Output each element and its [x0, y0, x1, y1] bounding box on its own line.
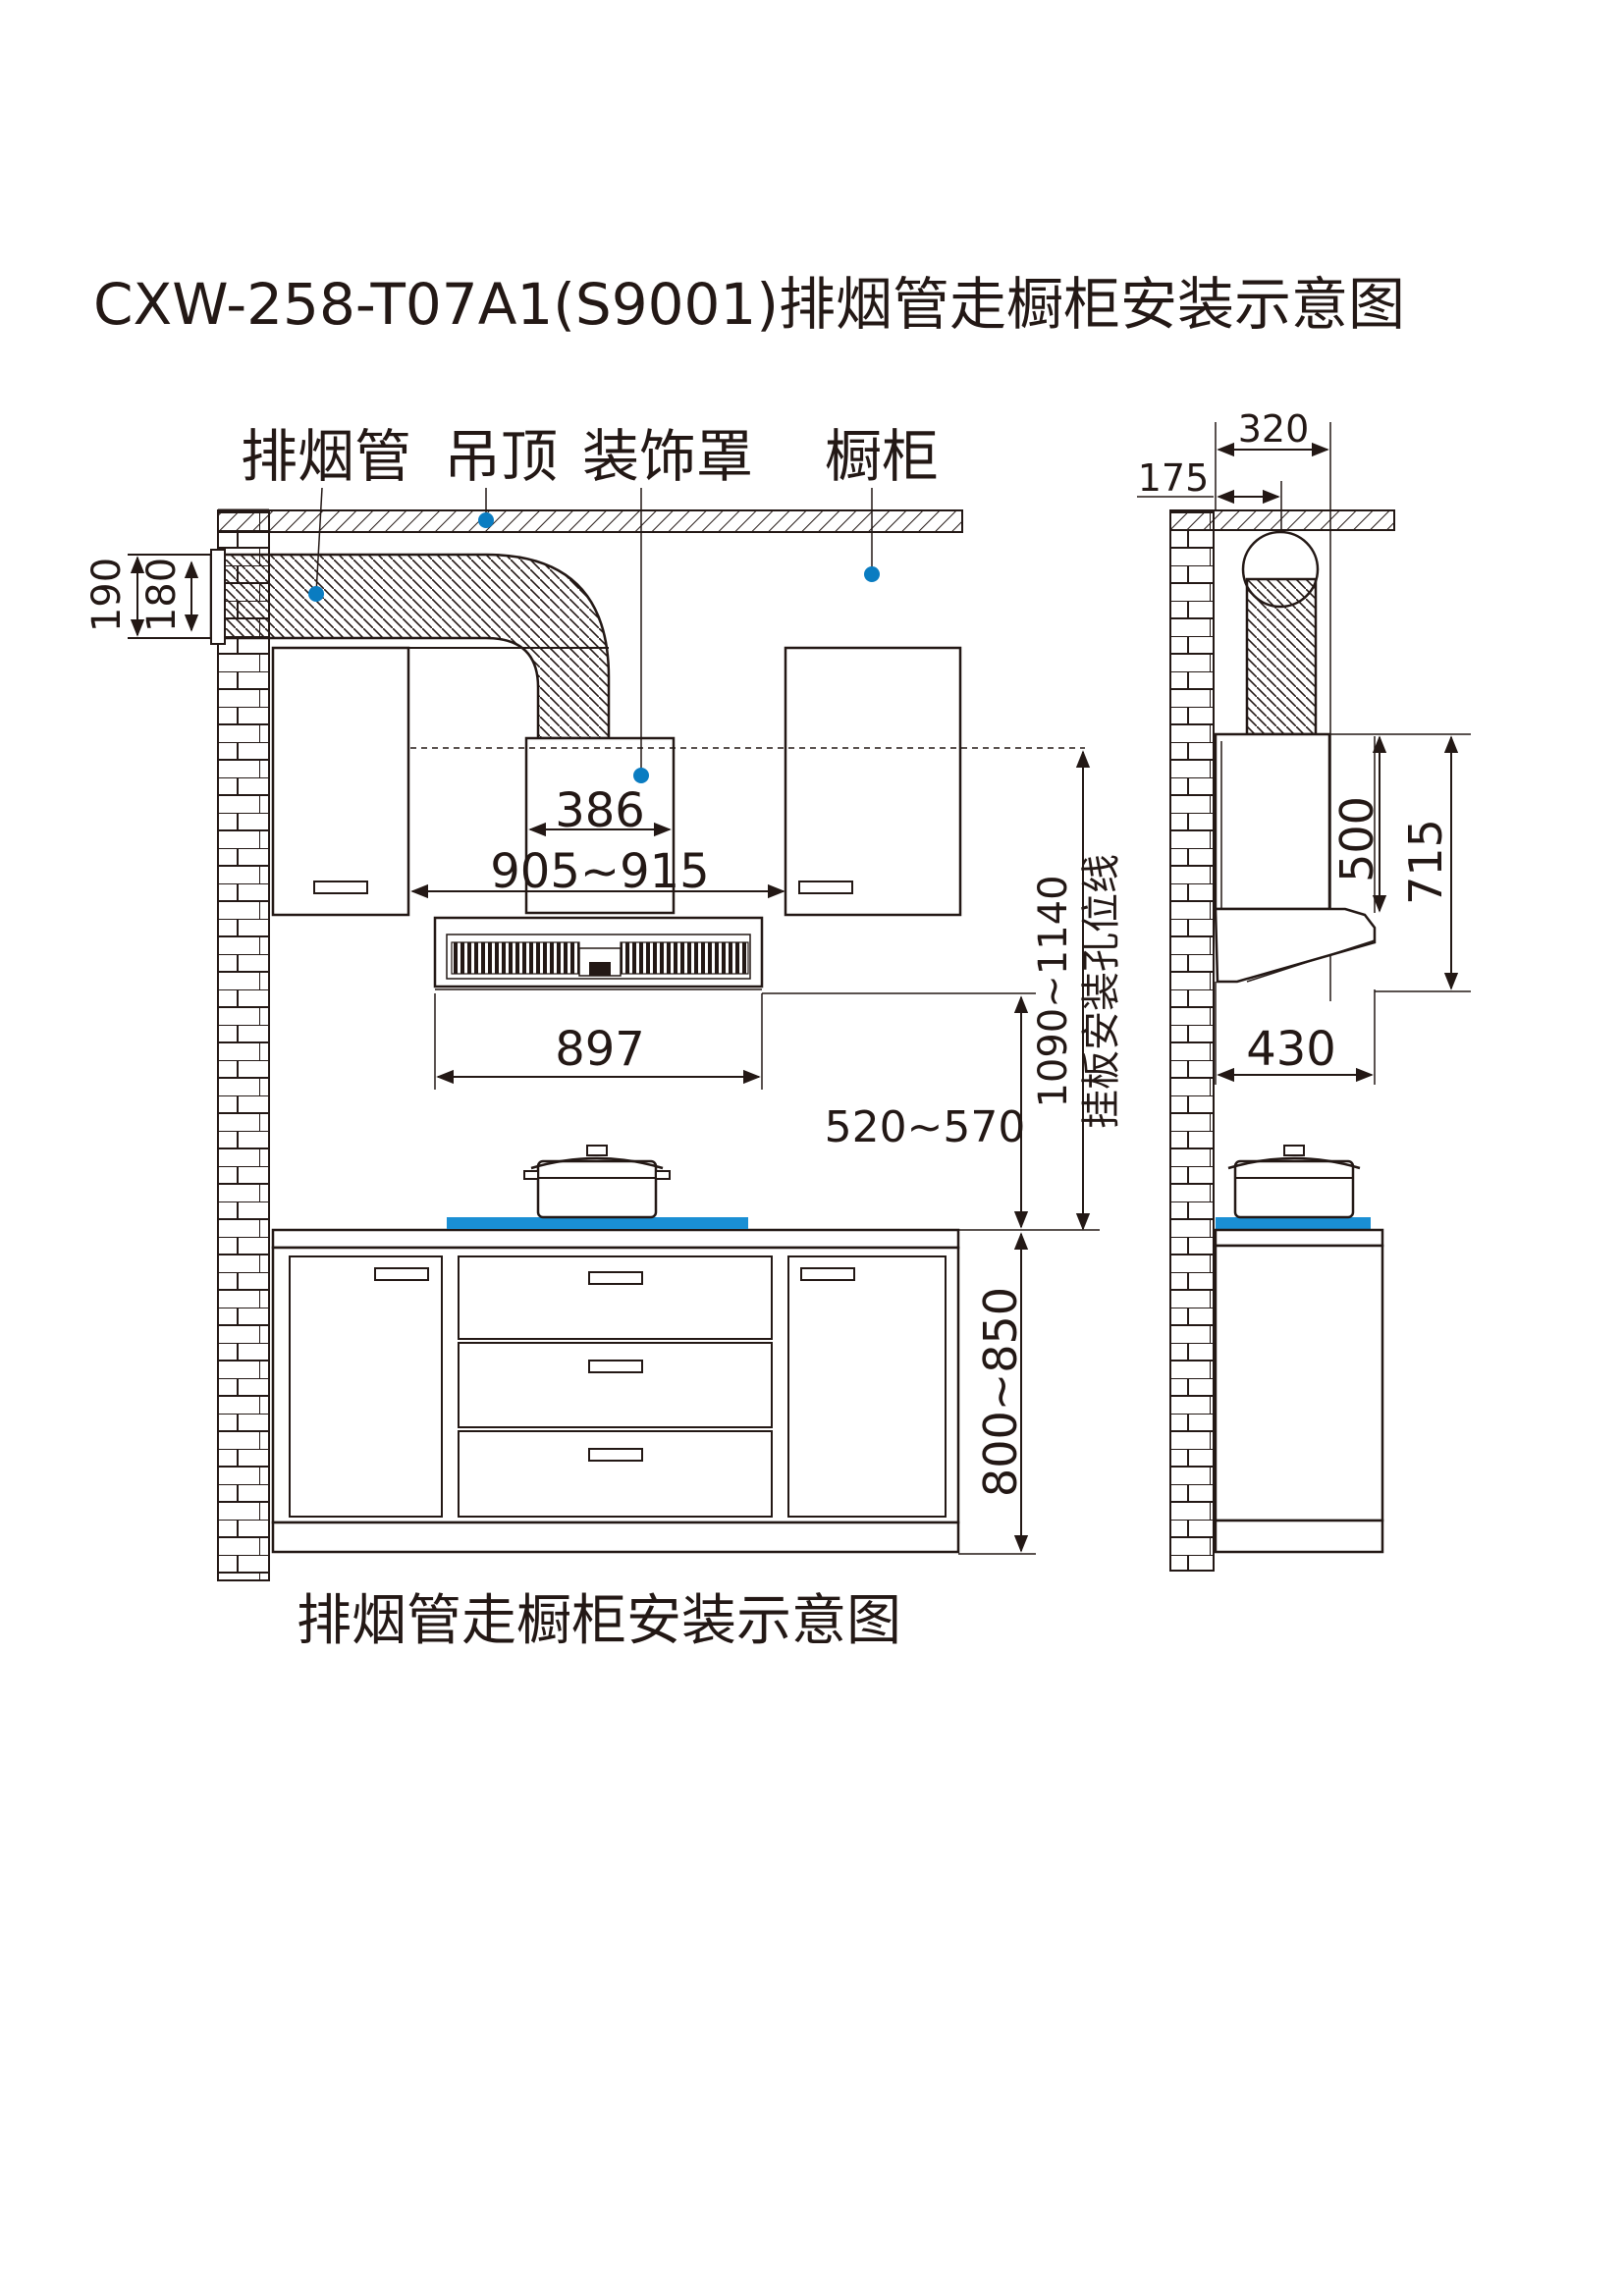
mount-line-label: 挂板安装孔位线: [1079, 854, 1124, 1129]
exhaust-duct: [209, 553, 611, 740]
dim-1090-1140: 1090~1140: [1031, 875, 1076, 1107]
dim-905-915: 905~915: [490, 844, 709, 899]
right-upper-cabinet: [784, 646, 962, 917]
side-ceiling-slab: [1169, 509, 1395, 531]
hood-grille-right: [620, 941, 749, 975]
label-duct: 排烟管: [241, 423, 411, 490]
front-brick-wall: [217, 509, 270, 1581]
side-hood-canopy: [1214, 907, 1377, 984]
side-base-cabinet: [1214, 1244, 1384, 1522]
left-upper-handle: [313, 881, 368, 894]
side-hood-cover: [1214, 732, 1331, 911]
diagram-title: CXW-258-T07A1(S9001)排烟管走橱柜安装示意图: [93, 271, 1405, 338]
left-upper-cabinet: [271, 646, 410, 917]
cover-marker: [633, 768, 649, 783]
front-ceiling-slab: [217, 509, 963, 533]
dim-386: 386: [555, 783, 645, 838]
dim-715: 715: [1399, 819, 1452, 905]
dim-897: 897: [555, 1022, 645, 1077]
cabinet-marker: [864, 566, 880, 582]
dim-175: 175: [1138, 456, 1210, 500]
dim-180: 180: [139, 558, 185, 632]
duct-marker: [308, 586, 324, 602]
side-duct: [1245, 577, 1318, 736]
drawer-middle: [458, 1342, 773, 1428]
base-left-door: [289, 1255, 443, 1518]
base-right-door: [787, 1255, 947, 1518]
countertop: [271, 1228, 960, 1250]
dim-800-850: 800~850: [974, 1287, 1027, 1497]
side-brick-wall: [1169, 509, 1215, 1572]
label-cabinet: 橱柜: [825, 423, 939, 490]
front-view: 190 180 386 905~915 897: [84, 423, 1124, 1653]
hood-grille-left: [451, 941, 580, 975]
dim-430: 430: [1246, 1022, 1336, 1077]
label-ceiling: 吊顶: [444, 423, 558, 490]
cooktop: [447, 1217, 748, 1229]
drawer-bottom: [458, 1430, 773, 1518]
side-view: 320 175 500 715 430: [1137, 407, 1471, 1572]
dim-500: 500: [1330, 796, 1383, 882]
label-cover: 装饰罩: [582, 423, 753, 490]
drawer-top: [458, 1255, 773, 1340]
side-cooking-pot: [1227, 1145, 1361, 1219]
dim-320: 320: [1238, 407, 1310, 451]
dim-190: 190: [84, 558, 130, 632]
diagram-caption: 排烟管走橱柜安装示意图: [297, 1589, 901, 1653]
ceiling-marker: [478, 512, 494, 528]
side-cooktop: [1216, 1217, 1371, 1229]
plinth: [271, 1521, 960, 1554]
dim-520-570: 520~570: [825, 1102, 1026, 1152]
right-upper-handle: [798, 881, 853, 894]
cooking-pot: [523, 1145, 671, 1219]
